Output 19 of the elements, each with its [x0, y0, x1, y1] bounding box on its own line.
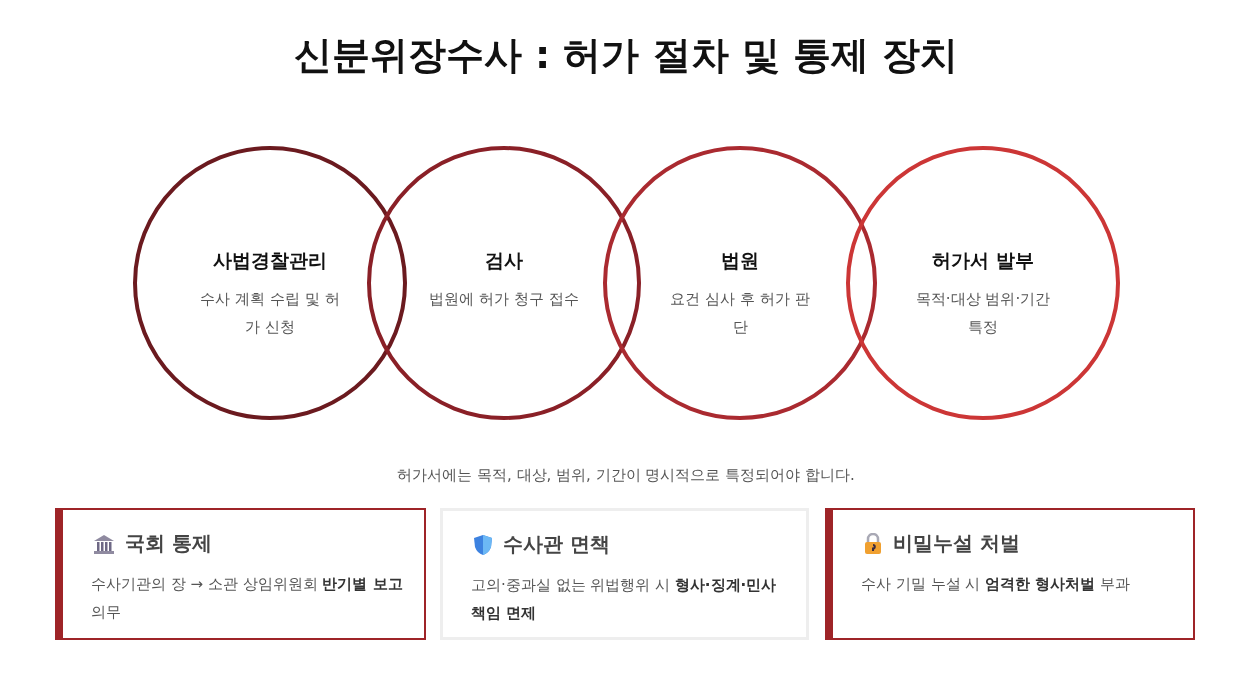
stage-description: 요건 심사 후 허가 판단	[669, 289, 811, 338]
stage-description: 수사 계획 수립 및 허가 신청	[199, 289, 341, 338]
stage-heading: 법원	[720, 248, 760, 273]
card-description: 수사 기밀 누설 시 엄격한 형사처벌 부과	[861, 574, 1132, 595]
title: 신분위장수사 : 허가 절차 및 통제 장치	[292, 32, 960, 79]
info-card	[825, 508, 1195, 640]
stage-heading: 허가서 발부	[931, 248, 1035, 273]
stage-heading: 검사	[484, 248, 524, 273]
stage-description: 목적·대상 범위·기간 특정	[914, 289, 1052, 338]
card-heading: 비밀누설 처벌	[893, 530, 1020, 557]
stage-description: 법원에 허가 청구 접수	[429, 289, 579, 310]
info-card	[55, 508, 426, 640]
card-heading: 국회 통제	[125, 530, 212, 557]
info-card	[440, 508, 809, 640]
card-heading: 수사관 면책	[503, 531, 610, 558]
card-description: 고의·중과실 없는 위법행위 시 형사·징계·민사 책임 면제	[471, 575, 778, 624]
card-description: 수사기관의 장 → 소관 상임위원회 반기별 보고 의무	[91, 574, 404, 623]
note: 허가서에는 목적, 대상, 범위, 기간이 명시적으로 특정되어야 합니다.	[396, 466, 856, 485]
stage-heading: 사법경찰관리	[212, 248, 328, 273]
